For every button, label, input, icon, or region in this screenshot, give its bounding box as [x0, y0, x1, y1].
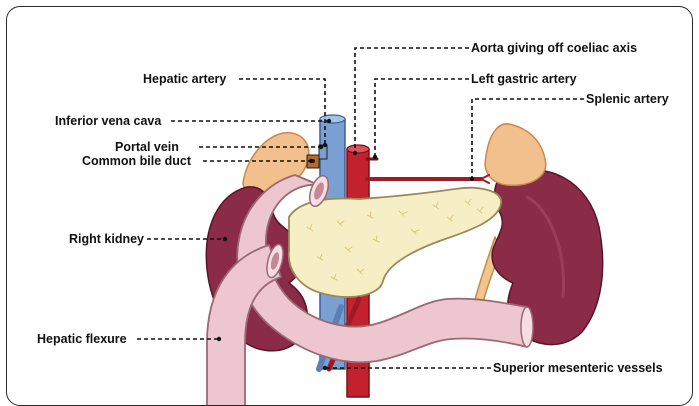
label-splenic-artery: Splenic artery — [586, 92, 669, 106]
label-portal-vein: Portal vein — [115, 140, 179, 154]
anatomy-diagram — [7, 7, 693, 406]
label-hepatic-artery: Hepatic artery — [143, 72, 226, 86]
label-superior-mesenteric-vessels: Superior mesenteric vessels — [493, 361, 663, 375]
label-common-bile-duct: Common bile duct — [82, 154, 191, 168]
leader-aorta — [355, 48, 469, 153]
label-left-gastric-artery: Left gastric artery — [471, 72, 577, 86]
label-hepatic-flexure: Hepatic flexure — [37, 332, 127, 346]
label-aorta: Aorta giving off coeliac axis — [471, 41, 637, 55]
figure-frame: Aorta giving off coeliac axis Hepatic ar… — [6, 6, 693, 406]
leader-left-gastric-artery — [375, 79, 469, 157]
left-adrenal — [485, 124, 546, 186]
label-right-kidney: Right kidney — [69, 232, 144, 246]
label-inferior-vena-cava: Inferior vena cava — [55, 114, 161, 128]
